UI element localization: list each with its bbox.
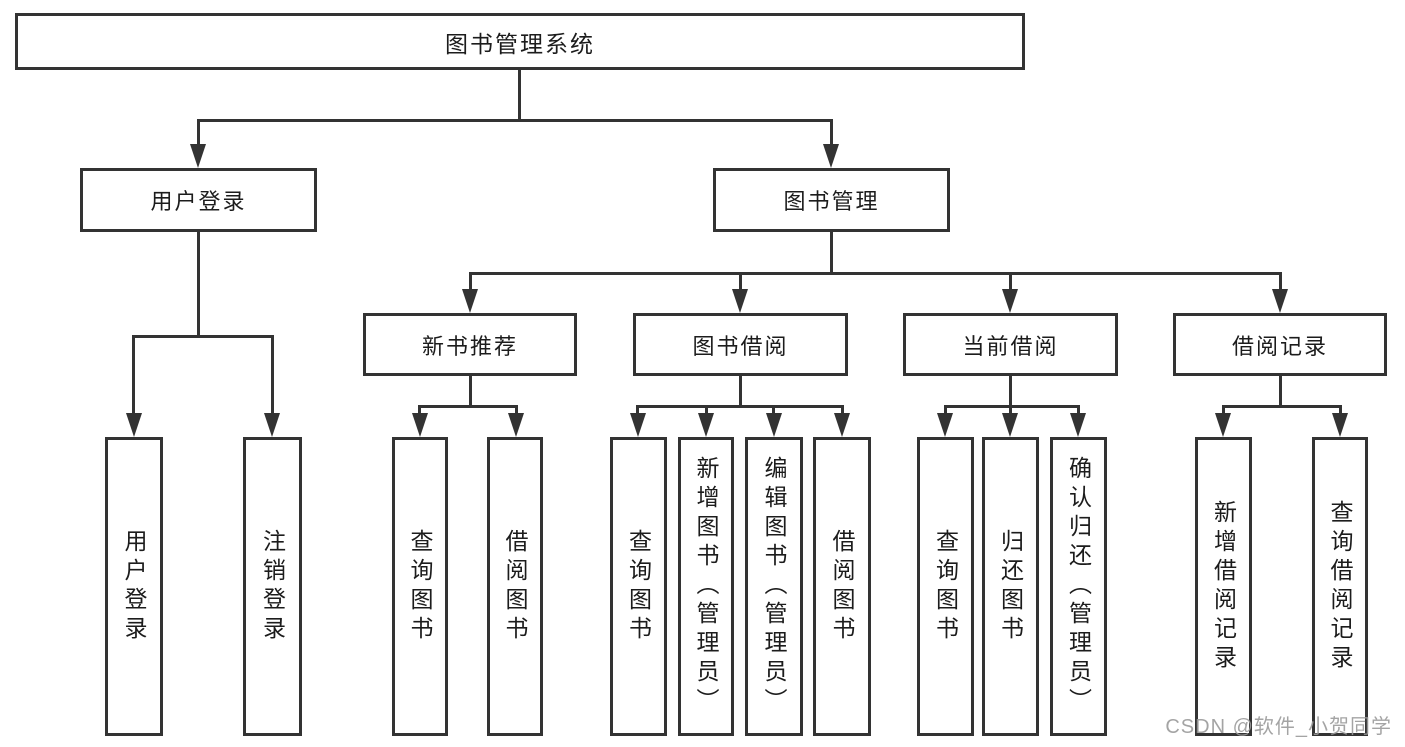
connector-drop [944,405,947,417]
leaf-borrow-query-books: 查询图书 [610,437,667,736]
node-root: 图书管理系统 [15,13,1025,70]
leaf-query-borrow-record: 查询借阅记录 [1312,437,1368,736]
connector-current-stem [1009,376,1012,405]
connector-records-drop [1279,272,1282,292]
connector-recommend-drop [469,272,472,292]
arrow-down-icon [698,413,714,437]
arrow-down-icon [1002,289,1018,313]
leaf-logout: 注销登录 [243,437,302,736]
connector-borrow-stem [739,376,742,405]
csdn-watermark: CSDN @软件_小贺同学 [1165,716,1392,738]
arrow-down-icon [823,144,839,168]
leaf-add-borrow-record: 新增借阅记录 [1195,437,1252,736]
connector-recommend-stem [469,376,472,405]
arrow-down-icon [1002,413,1018,437]
connector-drop [1077,405,1080,417]
connector-root-stem [518,70,521,121]
leaf-recommend-query-books: 查询图书 [392,437,448,736]
connector-management-stem [830,232,833,272]
connector-current-rail [944,405,1080,408]
node-book-management: 图书管理 [713,168,950,232]
connector-drop [841,405,844,417]
arrow-down-icon [462,289,478,313]
arrow-down-icon [1332,413,1348,437]
leaf-edit-book-admin: 编辑图书（管理员） [745,437,803,736]
connector-management-drop [830,119,833,149]
arrow-down-icon [126,413,142,437]
connector-drop [705,405,708,417]
connector-login-leaf2-drop [271,335,274,417]
connector-drop [1339,405,1342,417]
arrow-down-icon [1215,413,1231,437]
connector-level3-rail [469,272,1282,275]
arrow-down-icon [630,413,646,437]
node-new-book-recommend: 新书推荐 [363,313,577,376]
connector-drop [1222,405,1225,417]
connector-drop [1009,405,1012,417]
connector-borrow-rail [636,405,844,408]
leaf-return-book: 归还图书 [982,437,1039,736]
arrow-down-icon [766,413,782,437]
node-book-borrow: 图书借阅 [633,313,848,376]
leaf-current-query-books: 查询图书 [917,437,974,736]
connector-drop [772,405,775,417]
leaf-user-login: 用户登录 [105,437,163,736]
connector-login-rail [132,335,274,338]
arrow-down-icon [190,144,206,168]
connector-records-stem [1279,376,1282,405]
connector-records-rail [1222,405,1342,408]
arrow-down-icon [264,413,280,437]
arrow-down-icon [937,413,953,437]
connector-login-drop [197,119,200,149]
leaf-confirm-return-admin: 确认归还（管理员） [1050,437,1107,736]
connector-current-drop [1009,272,1012,292]
connector-drop [418,405,421,417]
arrow-down-icon [508,413,524,437]
connector-recommend-rail [418,405,518,408]
node-borrow-records: 借阅记录 [1173,313,1387,376]
connector-drop [636,405,639,417]
connector-level2-rail [197,119,833,122]
connector-drop [515,405,518,417]
node-user-login: 用户登录 [80,168,317,232]
node-current-borrow: 当前借阅 [903,313,1118,376]
arrow-down-icon [1272,289,1288,313]
connector-borrow-drop [739,272,742,292]
leaf-add-book-admin: 新增图书（管理员） [678,437,734,736]
arrow-down-icon [732,289,748,313]
connector-login-stem [197,232,200,335]
arrow-down-icon [834,413,850,437]
arrow-down-icon [412,413,428,437]
leaf-recommend-borrow-books: 借阅图书 [487,437,543,736]
leaf-borrow-borrow-books: 借阅图书 [813,437,871,736]
connector-login-leaf1-drop [132,335,135,417]
arrow-down-icon [1070,413,1086,437]
